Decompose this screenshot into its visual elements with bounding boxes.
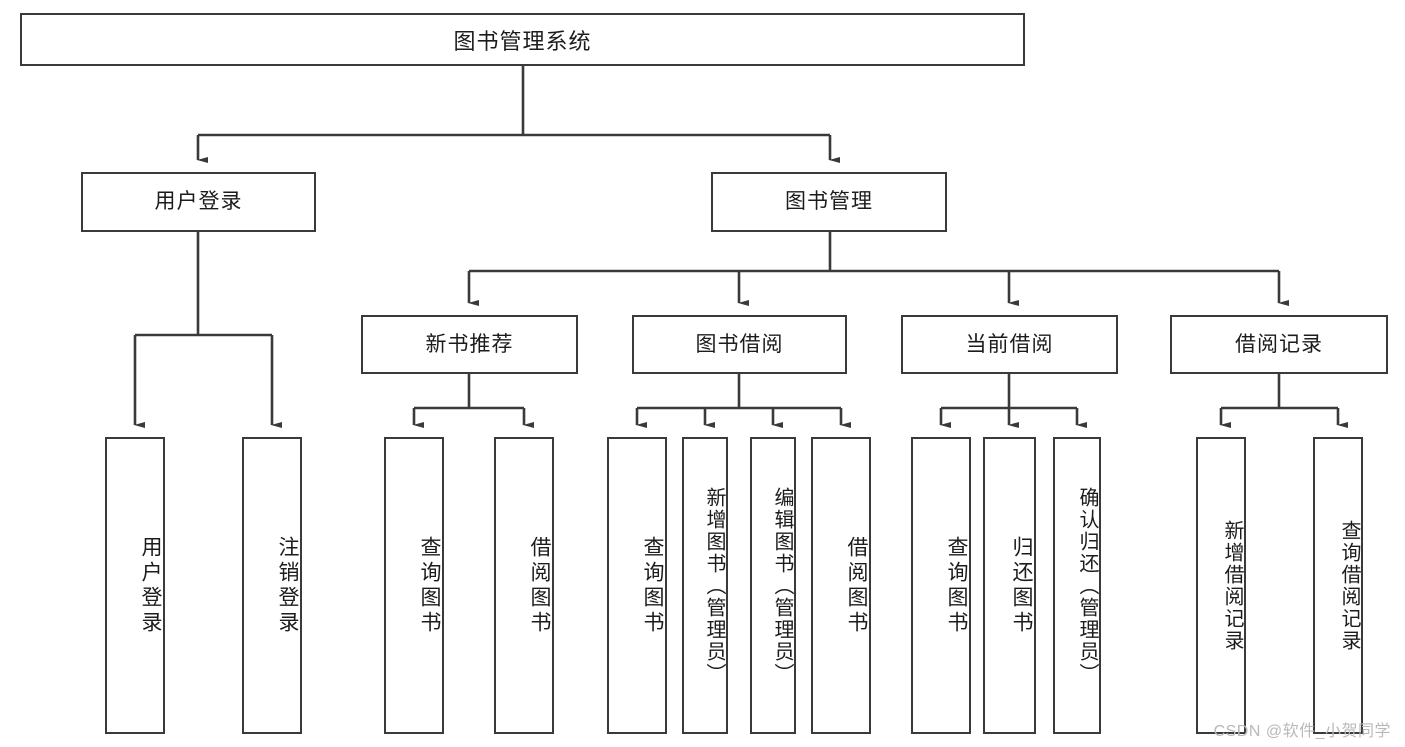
node-label: 借阅图书 [845, 535, 868, 636]
node-book-management[interactable]: 图书管理 [711, 172, 947, 232]
leaf-recommend-query-book[interactable]: 查询图书 [384, 437, 444, 734]
node-book-borrow[interactable]: 图书借阅 [632, 315, 847, 374]
node-label: 用户登录 [154, 190, 243, 214]
leaf-borrow-borrow-book[interactable]: 借阅图书 [811, 437, 871, 734]
leaf-user-login-logout[interactable]: 注销登录 [242, 437, 302, 734]
leaf-recommend-borrow-book[interactable]: 借阅图书 [494, 437, 554, 734]
node-label: 借阅记录 [1235, 332, 1323, 356]
leaf-record-query-borrow-record[interactable]: 查询借阅记录 [1313, 437, 1363, 734]
leaf-current-query-book[interactable]: 查询图书 [911, 437, 971, 734]
leaf-borrow-query-book[interactable]: 查询图书 [607, 437, 667, 734]
node-label: 图书管理系统 [453, 28, 592, 54]
node-label: 新增图书（管理员） [703, 486, 725, 685]
leaf-current-return-book[interactable]: 归还图书 [983, 437, 1036, 734]
leaf-borrow-edit-book-admin[interactable]: 编辑图书（管理员） [750, 437, 796, 734]
node-label: 查询借阅记录 [1338, 519, 1360, 652]
node-label: 借阅图书 [528, 535, 551, 636]
csdn-watermark: CSDN @软件_小贺同学 [1213, 723, 1391, 740]
node-new-book-recommend[interactable]: 新书推荐 [361, 315, 578, 374]
node-label: 用户登录 [139, 535, 162, 636]
node-label: 查询图书 [418, 535, 441, 636]
node-label: 新增借阅记录 [1221, 519, 1243, 652]
node-label: 图书借阅 [695, 332, 784, 356]
node-label: 图书管理 [785, 190, 873, 214]
node-borrow-record[interactable]: 借阅记录 [1170, 315, 1388, 374]
node-label: 新书推荐 [425, 332, 514, 356]
node-label: 确认归还（管理员） [1076, 486, 1098, 685]
node-label: 归还图书 [1010, 535, 1033, 636]
node-current-borrow[interactable]: 当前借阅 [901, 315, 1118, 374]
leaf-borrow-add-book-admin[interactable]: 新增图书（管理员） [682, 437, 728, 734]
node-root-book-management-system[interactable]: 图书管理系统 [20, 13, 1025, 66]
node-label: 当前借阅 [965, 332, 1054, 356]
leaf-current-confirm-return-admin[interactable]: 确认归还（管理员） [1053, 437, 1101, 734]
node-label: 查询图书 [641, 535, 664, 636]
leaf-user-login-login[interactable]: 用户登录 [105, 437, 165, 734]
node-user-login[interactable]: 用户登录 [81, 172, 316, 232]
leaf-record-add-borrow-record[interactable]: 新增借阅记录 [1196, 437, 1246, 734]
node-label: 查询图书 [945, 535, 968, 636]
node-label: 注销登录 [276, 535, 299, 636]
node-label: 编辑图书（管理员） [771, 486, 793, 685]
